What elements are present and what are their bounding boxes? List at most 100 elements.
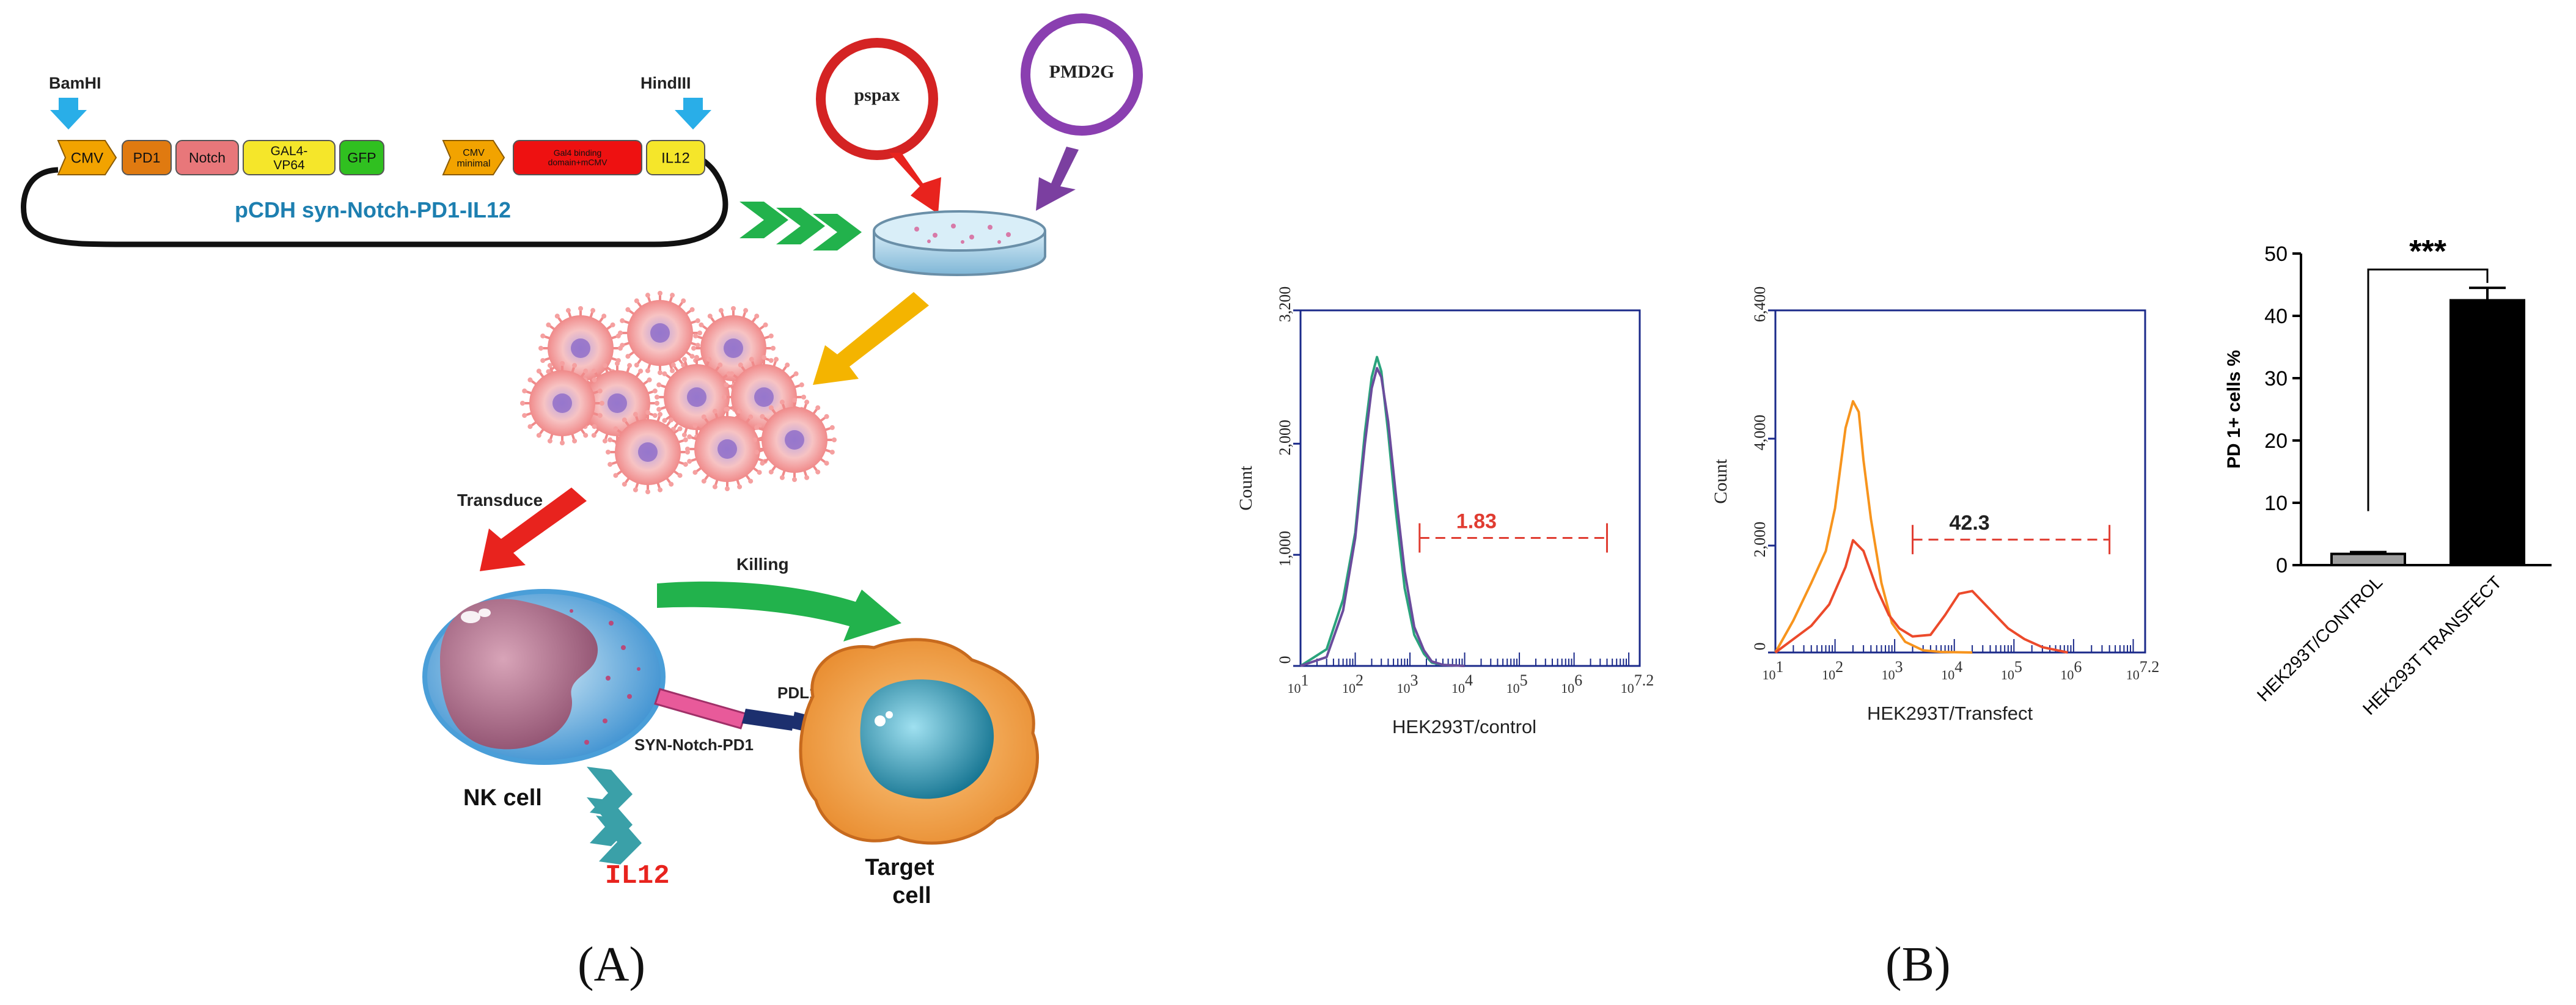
vector-segment-label: GAL4-VP64	[271, 144, 308, 172]
vector-segment-label: Notch	[189, 150, 226, 166]
vector-segment: Notch	[175, 140, 239, 175]
red-arrow-icon	[889, 153, 941, 214]
y-tick-label: 0	[1751, 643, 1769, 651]
x-tick-label: 102	[1822, 658, 1843, 682]
x-tick-label: 103	[1882, 658, 1903, 682]
x-axis-label: HEK293T/Transfect	[1867, 703, 2033, 724]
petri-dish-icon	[873, 210, 1046, 276]
transduce-arrow-icon	[480, 488, 587, 571]
histogram-series-line	[1299, 356, 1465, 667]
y-axis-label: PD 1+ cells %	[2224, 350, 2244, 469]
y-tick-label: 4,000	[1751, 415, 1769, 451]
il12-chevrons-icon	[587, 767, 642, 864]
bar	[2330, 552, 2406, 567]
bamhi-arrow-icon	[50, 98, 87, 130]
x-tick-label: 105	[2001, 658, 2022, 682]
vector-segment-label: IL12	[661, 150, 690, 166]
lentivirus-particle-icon	[685, 407, 769, 491]
y-tick-label: 6,400	[1751, 287, 1769, 323]
x-tick-label: 106	[1561, 671, 1582, 696]
x-tick-label: 107.2	[1621, 671, 1654, 696]
panel-a-label: (A)	[578, 938, 645, 992]
x-tick-label: 105	[1506, 671, 1528, 696]
lentivirus-cluster-icon	[520, 291, 837, 494]
lentivirus-particle-icon	[618, 291, 702, 375]
x-tick-label: 104	[1451, 671, 1473, 696]
gate-value: 42.3	[1950, 511, 1990, 535]
yellow-arrow-icon	[813, 292, 929, 385]
x-tick-label: 106	[2060, 658, 2082, 682]
y-tick-label: 20	[2264, 429, 2288, 453]
y-tick-label: 2,000	[1751, 522, 1769, 558]
vector-segment-label: GFP	[347, 150, 376, 166]
flow-histogram-transfect: 0 2,000 4,000 6,400 101 102 103 104 105 106 107.2 4…	[1711, 287, 2159, 724]
nk-cell-label: NK cell	[463, 785, 542, 811]
plasmid-name: pCDH syn-Notch-PD1-IL12	[235, 197, 511, 222]
gate-value: 1.83	[1456, 510, 1497, 533]
category-label: HEK293T TRANSFECT	[2359, 572, 2506, 719]
histogram-series-line	[1774, 539, 2068, 654]
vector-segment-label: PD1	[133, 150, 161, 166]
bar-chart-pd1: 0 10 20 30 40 50 PD 1+ cells % HEK293T/CONTROLH…	[2224, 234, 2552, 719]
significance-label: ***	[2409, 234, 2446, 269]
y-tick-label: 2,000	[1276, 420, 1294, 456]
histogram-series-line	[1774, 400, 1973, 654]
nk-cell-icon	[422, 589, 666, 765]
y-axis-label: Count	[1236, 466, 1256, 511]
y-tick-label: 1,000	[1276, 531, 1294, 567]
plot-frame	[1299, 309, 1641, 667]
vector-segment: CMV	[57, 140, 117, 175]
pspax-plasmid-icon	[816, 38, 938, 160]
lentivirus-particle-icon	[520, 361, 604, 445]
il12-label: IL12	[605, 861, 670, 891]
y-tick-label: 10	[2264, 492, 2288, 515]
vector-segment: IL12	[646, 140, 705, 175]
syn-notch-pd1-receptor-icon	[654, 688, 794, 731]
panel-a: BamHI HindIII pCDH syn-Notch-PD1-IL12 CM…	[21, 13, 1143, 992]
significance-bracket	[2367, 268, 2489, 511]
x-tick-label: 101	[1288, 671, 1309, 696]
panel-b-label: (B)	[1885, 938, 1951, 992]
killing-arrow-icon	[657, 581, 901, 641]
killing-label: Killing	[736, 555, 789, 574]
y-tick-label: 0	[1276, 656, 1294, 664]
pspax-label: pspax	[854, 85, 900, 105]
x-tick-label: 101	[1763, 658, 1784, 682]
target-cell-icon	[799, 638, 1039, 845]
y-tick-label: 30	[2264, 367, 2288, 390]
x-tick-label: 104	[1941, 658, 1962, 682]
receptor-label: SYN-Notch-PD1	[634, 736, 754, 754]
x-tick-label: 102	[1342, 671, 1363, 696]
x-tick-label: 107.2	[2126, 658, 2160, 682]
pmd2g-plasmid-icon	[1021, 13, 1143, 136]
transduce-label: Transduce	[457, 491, 543, 510]
y-axis-label: Count	[1711, 459, 1731, 504]
vector-segment: GAL4-VP64	[243, 140, 336, 175]
vector-segment: GFP	[339, 140, 384, 175]
chevron-arrows-icon	[739, 202, 862, 250]
y-tick-label: 50	[2264, 243, 2288, 266]
y-tick-label: 0	[2276, 554, 2288, 577]
pmd2g-label: PMD2G	[1049, 62, 1115, 82]
x-axis-label: HEK293T/control	[1392, 716, 1536, 737]
y-tick-label: 40	[2264, 305, 2288, 328]
category-label: HEK293T/CONTROL	[2253, 572, 2386, 705]
bar	[2449, 299, 2525, 566]
hindiii-label: HindIII	[640, 74, 691, 92]
x-tick-label: 103	[1397, 671, 1418, 696]
histogram-series-line	[1300, 367, 1465, 667]
vector-segment-label: CMV	[71, 150, 103, 166]
bamhi-label: BamHI	[49, 74, 101, 92]
hindiii-arrow-icon	[675, 98, 711, 130]
plasmid-loop	[21, 158, 728, 247]
